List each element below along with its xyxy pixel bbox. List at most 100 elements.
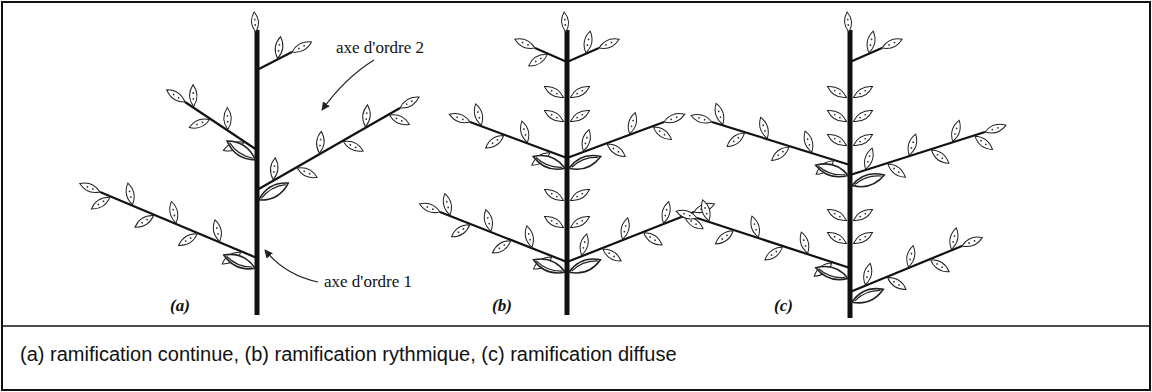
leaf-dot bbox=[839, 215, 841, 217]
leaf bbox=[880, 36, 903, 52]
leaf bbox=[296, 165, 319, 181]
leaf-dot bbox=[952, 241, 954, 243]
leaf bbox=[224, 107, 232, 129]
leaf bbox=[852, 83, 875, 100]
leaf-dot bbox=[991, 129, 993, 131]
leaf bbox=[984, 122, 1007, 136]
leaf-dot bbox=[523, 128, 525, 130]
leaf-dot bbox=[956, 127, 958, 129]
panel-letter: (c) bbox=[774, 296, 793, 316]
leaf-outline bbox=[886, 161, 908, 180]
leaf-dot bbox=[172, 209, 174, 211]
leaf-dot bbox=[690, 220, 692, 222]
subtending-leaf bbox=[222, 250, 258, 273]
leaf-dot bbox=[303, 170, 305, 172]
leaf-dot bbox=[457, 231, 459, 233]
leaf-dot bbox=[278, 44, 280, 46]
leaf-dot bbox=[737, 137, 740, 140]
subtending-leaf bbox=[567, 255, 603, 278]
leaf-outline bbox=[642, 230, 664, 248]
leaf bbox=[569, 213, 592, 230]
leaf-dot bbox=[910, 253, 912, 255]
subtending-leaf bbox=[850, 170, 886, 191]
leaf-outline bbox=[865, 30, 877, 53]
leaf-outline bbox=[675, 208, 698, 222]
leaf-dot bbox=[683, 213, 685, 215]
caption-divider bbox=[2, 325, 1150, 327]
leaf bbox=[748, 215, 762, 238]
leaf-outline bbox=[578, 233, 590, 256]
leaf bbox=[886, 274, 909, 292]
leaf-outline bbox=[513, 36, 536, 52]
leaf bbox=[949, 119, 963, 142]
leaf-dot bbox=[146, 218, 148, 220]
leaf-outline bbox=[757, 116, 771, 139]
leaf-dot bbox=[581, 219, 583, 221]
leaf-outline bbox=[490, 238, 512, 256]
leaf-dot bbox=[953, 235, 955, 237]
leaf bbox=[852, 107, 875, 124]
leaf-dot bbox=[550, 219, 552, 221]
leaf-dot bbox=[201, 121, 203, 123]
leaf bbox=[826, 206, 849, 223]
leaf-dot bbox=[864, 212, 866, 214]
leaf-dot bbox=[535, 60, 537, 62]
leaf-dot bbox=[630, 125, 632, 127]
leaf-dot bbox=[189, 237, 191, 239]
leaf-outline bbox=[961, 234, 984, 249]
leaf-dot bbox=[564, 19, 566, 21]
leaf bbox=[569, 107, 592, 124]
leaf-outline bbox=[802, 130, 816, 153]
leaf-outline bbox=[582, 30, 594, 53]
leaf-outline bbox=[906, 133, 920, 156]
panel-letter: (a) bbox=[170, 296, 190, 316]
leaf-outline bbox=[826, 206, 849, 223]
leaf bbox=[862, 147, 876, 170]
leaf-outline bbox=[569, 213, 592, 230]
leaf-outline bbox=[448, 111, 471, 126]
leaf-dot bbox=[912, 141, 914, 143]
leaf-outline bbox=[388, 112, 411, 128]
leaf-outline bbox=[690, 112, 713, 126]
leaf-outline bbox=[580, 129, 593, 152]
leaf-dot bbox=[833, 212, 835, 214]
leaf-outline bbox=[597, 36, 620, 52]
leaf-outline bbox=[725, 130, 747, 149]
subtending-leaf bbox=[567, 151, 603, 173]
leaf-dot bbox=[698, 117, 700, 119]
leaf-outline bbox=[543, 213, 566, 230]
axis-label: axe d'ordre 1 bbox=[324, 272, 412, 292]
leaf-outline bbox=[177, 231, 200, 249]
leaf-dot bbox=[564, 24, 566, 26]
leaf-outline bbox=[713, 102, 727, 125]
leaf-dot bbox=[584, 241, 586, 243]
leaf-dot bbox=[254, 19, 256, 21]
leaf-dot bbox=[576, 92, 578, 94]
leaf-dot bbox=[859, 116, 861, 118]
leaf-dot bbox=[556, 222, 558, 224]
leaf-dot bbox=[898, 284, 900, 286]
leaf bbox=[826, 131, 849, 148]
leaf-dot bbox=[92, 188, 94, 190]
leaf-outline bbox=[763, 244, 785, 263]
leaf-dot bbox=[833, 137, 835, 139]
leaf-dot bbox=[298, 47, 300, 49]
leaf-outline bbox=[189, 85, 197, 107]
leaf bbox=[642, 230, 664, 248]
leaf-dot bbox=[869, 155, 871, 157]
leaf bbox=[973, 133, 995, 152]
leaf-rib bbox=[535, 261, 562, 274]
leaf-dot bbox=[395, 117, 397, 119]
second-order-axis bbox=[567, 212, 694, 262]
subtending-leaf bbox=[814, 263, 850, 284]
leaf-dot bbox=[847, 24, 849, 26]
leaf-dot bbox=[867, 270, 869, 272]
leaf-dot bbox=[625, 225, 627, 227]
leaf-dot bbox=[586, 137, 588, 139]
leaf-outline bbox=[270, 157, 279, 180]
leaf-dot bbox=[936, 263, 938, 265]
leaf bbox=[482, 209, 494, 232]
leaf-dot bbox=[556, 195, 558, 197]
leaf-dot bbox=[721, 238, 724, 241]
leaf bbox=[601, 246, 623, 264]
